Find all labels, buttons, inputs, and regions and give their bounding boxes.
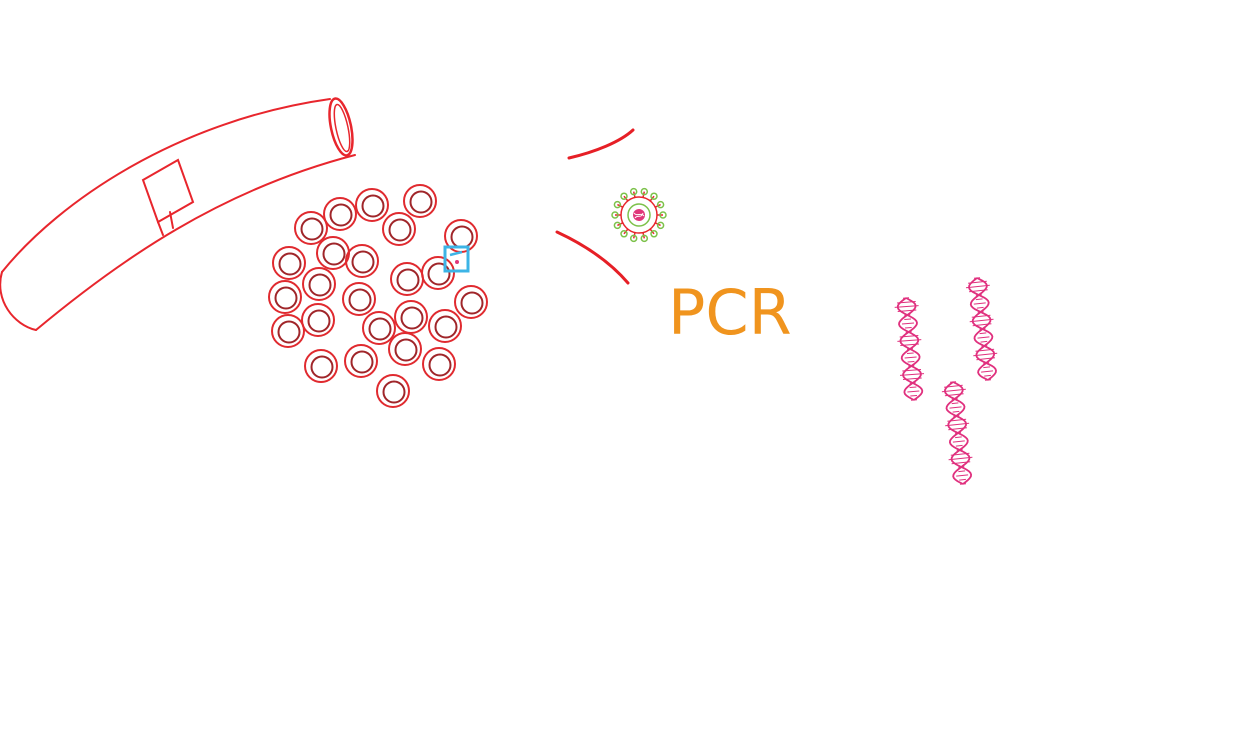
red-blood-cell	[342, 282, 376, 316]
red-blood-cell	[302, 267, 336, 301]
dna-strand	[965, 277, 998, 381]
red-blood-cell	[388, 332, 422, 366]
red-blood-cell	[271, 314, 305, 348]
red-blood-cell	[390, 262, 424, 296]
dna-strand	[941, 381, 973, 485]
magnify-arcs	[555, 128, 635, 285]
red-blood-cell	[304, 349, 338, 383]
red-blood-cell	[403, 184, 437, 218]
red-blood-cell	[454, 285, 488, 319]
red-blood-cell	[394, 300, 428, 334]
red-blood-cell	[421, 256, 455, 290]
red-blood-cell	[301, 303, 335, 337]
red-blood-cell	[382, 212, 416, 246]
blood-vessel-icon	[0, 97, 356, 331]
red-blood-cell	[344, 344, 378, 378]
red-blood-cell	[362, 311, 396, 345]
red-blood-cell	[272, 246, 306, 280]
dna-strand	[894, 297, 925, 401]
red-blood-cell	[355, 188, 389, 222]
red-blood-cell	[428, 309, 462, 343]
pcr-label: PCR	[668, 276, 792, 349]
selection-box-icon	[443, 245, 470, 273]
dna-helix-icon	[894, 277, 998, 485]
red-blood-cell	[376, 374, 410, 408]
virus-icon	[611, 187, 667, 243]
red-blood-cell	[294, 211, 328, 245]
red-blood-cell	[268, 280, 302, 314]
red-blood-cells-icon	[268, 184, 488, 408]
red-blood-cell	[345, 244, 379, 278]
red-blood-cell	[316, 236, 350, 270]
red-blood-cell	[422, 347, 456, 381]
red-blood-cell	[323, 197, 357, 231]
